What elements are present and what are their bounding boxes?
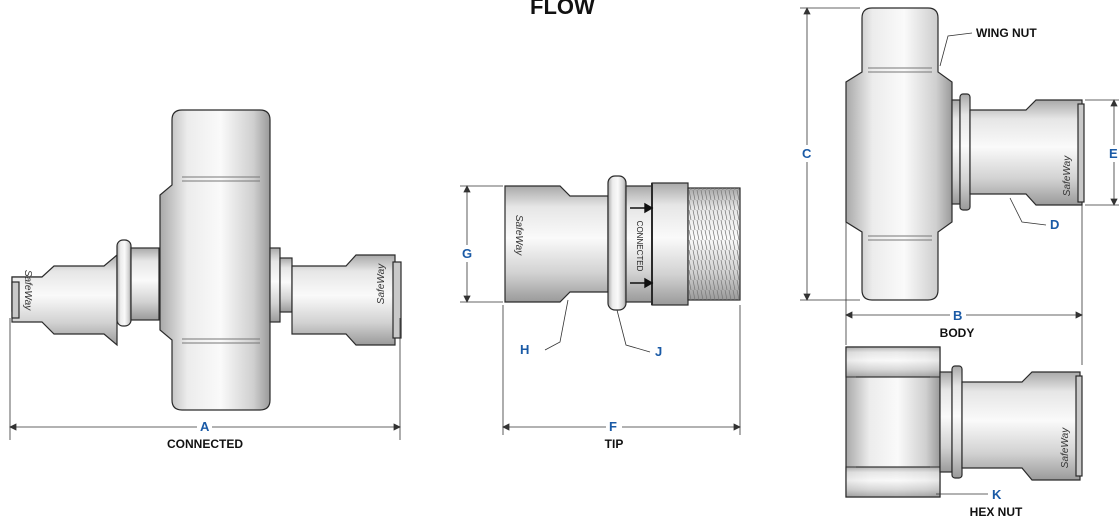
callout-h-label: H xyxy=(520,342,529,357)
connected-wing-nut xyxy=(159,109,271,411)
dimension-a xyxy=(9,318,401,440)
connected-assembly xyxy=(11,109,402,411)
dimension-e-label: E xyxy=(1109,146,1118,161)
callout-d xyxy=(1009,197,1047,226)
tip-connected-mark: CONNECTED xyxy=(635,221,644,272)
body-hex-brand: SafeWay xyxy=(1060,427,1071,468)
connected-left-coupler-body xyxy=(11,253,118,347)
body-hex-assembly xyxy=(845,346,1083,498)
dimension-e xyxy=(1085,99,1119,206)
body-caption: BODY xyxy=(940,326,975,340)
tip-caption: TIP xyxy=(605,437,624,451)
callout-d-label: D xyxy=(1050,217,1059,232)
callout-j-label: J xyxy=(655,344,662,359)
tip-hex-nut xyxy=(607,175,627,311)
callout-k-label: K xyxy=(992,487,1002,502)
dimension-f xyxy=(502,305,741,435)
hex-nut-caption: HEX NUT xyxy=(970,505,1023,519)
tip-brand: SafeWay xyxy=(513,215,524,256)
dimension-f-label: F xyxy=(609,419,617,434)
connected-left-hex-nut xyxy=(116,239,132,327)
body-wing-brand: SafeWay xyxy=(1062,155,1073,196)
dimension-c-label: C xyxy=(802,146,812,161)
connected-right-coupler xyxy=(291,254,396,346)
dimension-c xyxy=(800,7,860,301)
callout-wing-nut xyxy=(939,32,973,67)
callout-j xyxy=(616,309,651,353)
tip-assembly xyxy=(504,175,741,311)
diagram-title: FLOW xyxy=(530,0,595,19)
connected-left-brand: SafeWay xyxy=(22,270,33,311)
dimension-g-label: G xyxy=(462,246,472,261)
dimension-g xyxy=(460,185,503,303)
tip-flow-arrows xyxy=(630,202,654,289)
connected-caption: CONNECTED xyxy=(167,437,243,451)
body-wing-nut xyxy=(845,7,953,301)
connected-right-brand: SafeWay xyxy=(376,263,387,304)
dimension-a-label: A xyxy=(200,419,210,434)
callout-h xyxy=(544,299,569,351)
body-hex-coupler xyxy=(961,371,1081,481)
wing-nut-label: WING NUT xyxy=(976,26,1037,40)
dimension-b xyxy=(845,205,1083,365)
body-wing-assembly xyxy=(845,7,1085,301)
dimension-b-label: B xyxy=(953,308,962,323)
